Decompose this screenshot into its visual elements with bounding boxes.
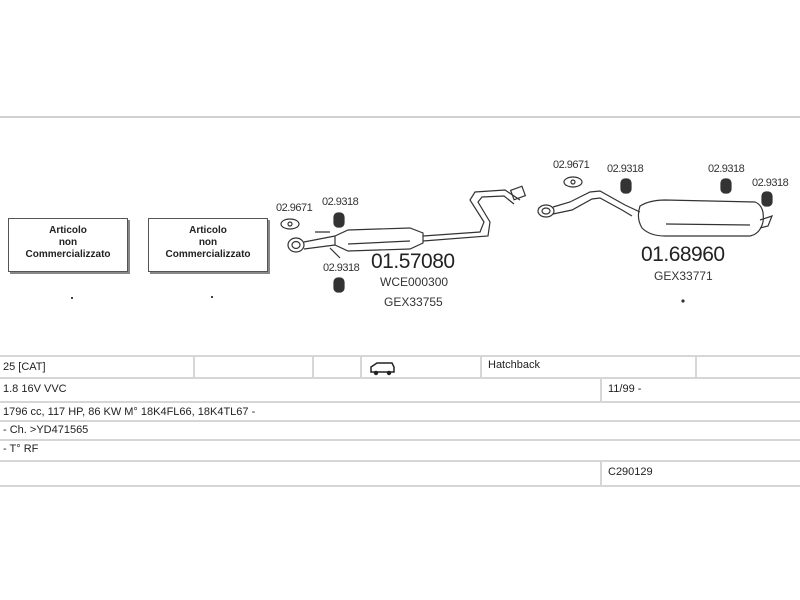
table-row-model: 25 [CAT] Hatchback — [0, 355, 800, 379]
box-text: Articolo — [189, 225, 227, 236]
body-icon-cell — [360, 357, 480, 377]
top-divider — [0, 116, 800, 118]
rear-flange-icon — [537, 204, 555, 218]
hanger-icon — [333, 277, 345, 293]
dot — [211, 296, 213, 298]
rear-part-number[interactable]: 01.68960 — [641, 243, 725, 266]
part-label-front-hanger-top[interactable]: 02.9318 — [322, 196, 359, 208]
car-icon — [370, 362, 395, 376]
engine-cell: 1.8 16V VVC — [3, 383, 67, 395]
exhaust-diagram — [280, 176, 774, 303]
empty-cell — [193, 357, 312, 377]
hanger-icon — [620, 178, 632, 194]
front-flange-icon — [287, 237, 305, 253]
hanger-icon — [333, 212, 345, 228]
empty-cell — [312, 357, 360, 377]
model-cell: 25 [CAT] — [3, 361, 46, 373]
empty-cell — [695, 357, 800, 377]
box-text: Commercializzato — [165, 249, 251, 260]
dot — [681, 299, 685, 303]
part-label-rear-hanger-2[interactable]: 02.9318 — [708, 163, 745, 175]
dates-cell: 11/99 - — [600, 379, 800, 401]
rear-pipe-icon — [552, 190, 641, 217]
table-row-specs: 1796 cc, 117 HP, 86 KW M° 18K4FL66, 18K4… — [0, 403, 800, 422]
empty-cell — [0, 462, 600, 485]
hanger-icon — [720, 178, 732, 194]
table-row-note: - T° RF — [0, 441, 800, 462]
part-label-rear-hanger-1[interactable]: 02.9318 — [607, 163, 644, 175]
table-row-code: C290129 — [0, 462, 800, 487]
catalog-code-cell: C290129 — [600, 462, 800, 485]
table-row-chassis: - Ch. >YD471565 — [0, 422, 800, 441]
part-label-front-gasket[interactable]: 02.9671 — [276, 202, 313, 214]
part-label-rear-gasket[interactable]: 02.9671 — [553, 159, 590, 171]
not-commercialized-box-1: Articolo non Commercializzato — [8, 218, 128, 272]
dot — [71, 297, 73, 299]
gasket-icon — [280, 218, 300, 230]
box-text: non — [58, 237, 78, 248]
table-row-engine: 1.8 16V VVC 11/99 - — [0, 379, 800, 403]
part-label-rear-hanger-3[interactable]: 02.9318 — [752, 177, 789, 189]
center-part-number[interactable]: 01.57080 — [371, 250, 455, 273]
box-text: Commercializzato — [25, 249, 111, 260]
part-label-front-hanger-bottom[interactable]: 02.9318 — [323, 262, 360, 274]
hanger-icon — [761, 191, 773, 207]
gasket-icon — [563, 176, 583, 188]
chassis-cell: - Ch. >YD471565 — [3, 424, 89, 436]
rear-ref-1: GEX33771 — [654, 269, 713, 283]
note-cell: - T° RF — [3, 443, 39, 455]
specs-cell: 1796 cc, 117 HP, 86 KW M° 18K4FL66, 18K4… — [3, 406, 256, 418]
center-ref-2: GEX33755 — [384, 295, 443, 309]
box-text: non — [198, 237, 218, 248]
front-pipe-icon — [303, 231, 341, 259]
center-ref-1: WCE000300 — [380, 275, 449, 289]
center-silencer-icon — [334, 185, 527, 252]
rear-silencer-icon — [637, 199, 774, 237]
body-type-cell: Hatchback — [480, 357, 695, 377]
not-commercialized-box-2: Articolo non Commercializzato — [148, 218, 268, 272]
box-text: Articolo — [49, 225, 87, 236]
